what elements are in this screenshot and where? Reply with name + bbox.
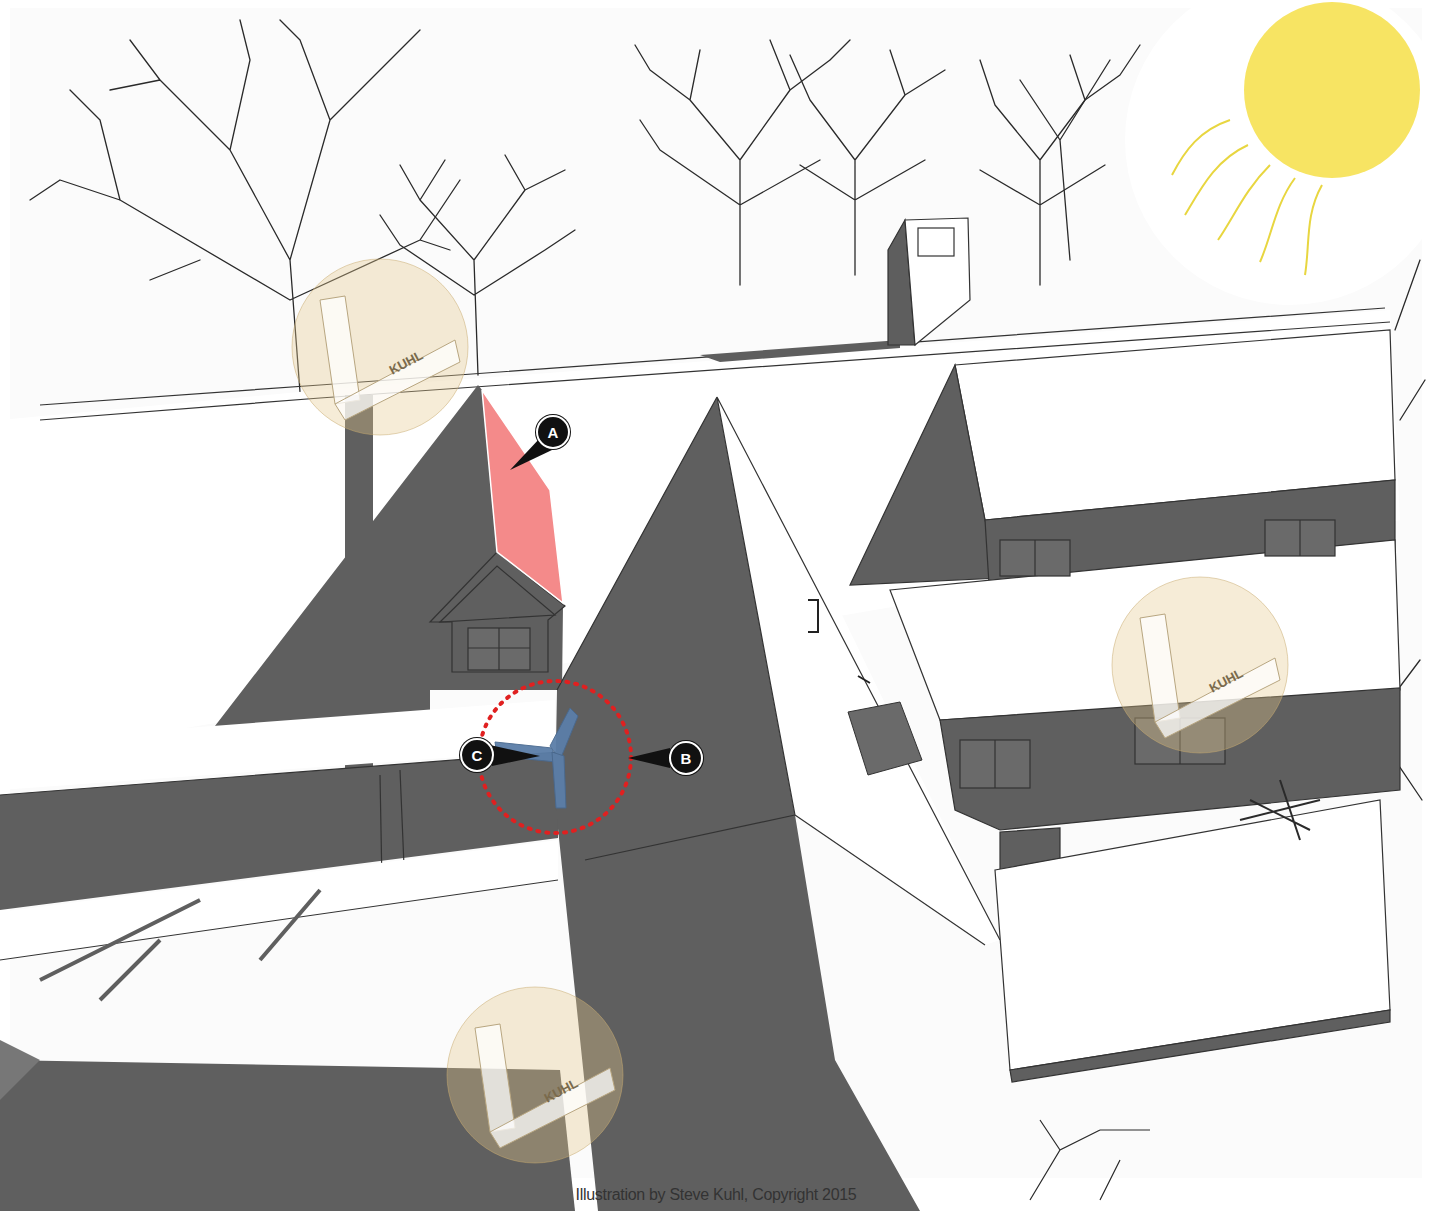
watermark [1112,577,1288,753]
ground-shadow [0,780,1320,1211]
chimney [918,228,954,256]
tree-sketch [980,45,1140,285]
sun [1125,0,1432,305]
watermark [335,340,460,420]
callout-pointer [628,748,670,768]
watermark [292,259,1288,1163]
shadow-marker [552,752,566,808]
watermark [1140,614,1180,722]
callout-circle: A [536,415,570,449]
sun [1125,0,1432,305]
watermark [320,296,360,404]
central-gable [848,702,922,775]
watermark [490,1068,615,1148]
watermark [1155,658,1280,738]
chimney [905,218,970,345]
right-building [995,520,1300,788]
ground-shadow [40,890,320,1000]
focus-circle [479,681,631,833]
callout-circle: C [460,738,494,772]
roof-outline [700,340,900,362]
building-wall [0,840,558,960]
watermark [320,296,1280,1148]
callout-letter: B [681,751,692,766]
watermark [475,1024,515,1132]
callout-letter: C [472,748,483,763]
dormer [468,628,530,670]
callout-pointer [490,438,670,768]
ground-shadow [1240,780,1320,840]
callout-pointer [490,745,540,766]
tree-sketch [1020,60,1110,260]
cast-shadow [345,395,373,770]
right-building [850,330,1400,1082]
right-building [850,365,1000,585]
watermark [447,987,623,1163]
sun [1172,120,1322,275]
watermark [292,259,468,435]
central-gable [808,600,870,683]
sun [1244,2,1420,178]
dormer [468,628,530,670]
ground-shadow [1030,1120,1150,1200]
shadow-marker [550,708,578,760]
central-gable [585,815,795,860]
building-wall [0,700,558,960]
ground-shadow [0,1040,40,1100]
chimney [888,218,970,345]
callout-letter: A [548,425,559,440]
right-building [1010,1010,1390,1082]
callout-circle: B [669,741,703,775]
tree-sketch [635,40,850,285]
illustration-credit: Illustration by Steve Kuhl, Copyright 20… [0,1186,1432,1204]
building-wall [0,880,558,960]
